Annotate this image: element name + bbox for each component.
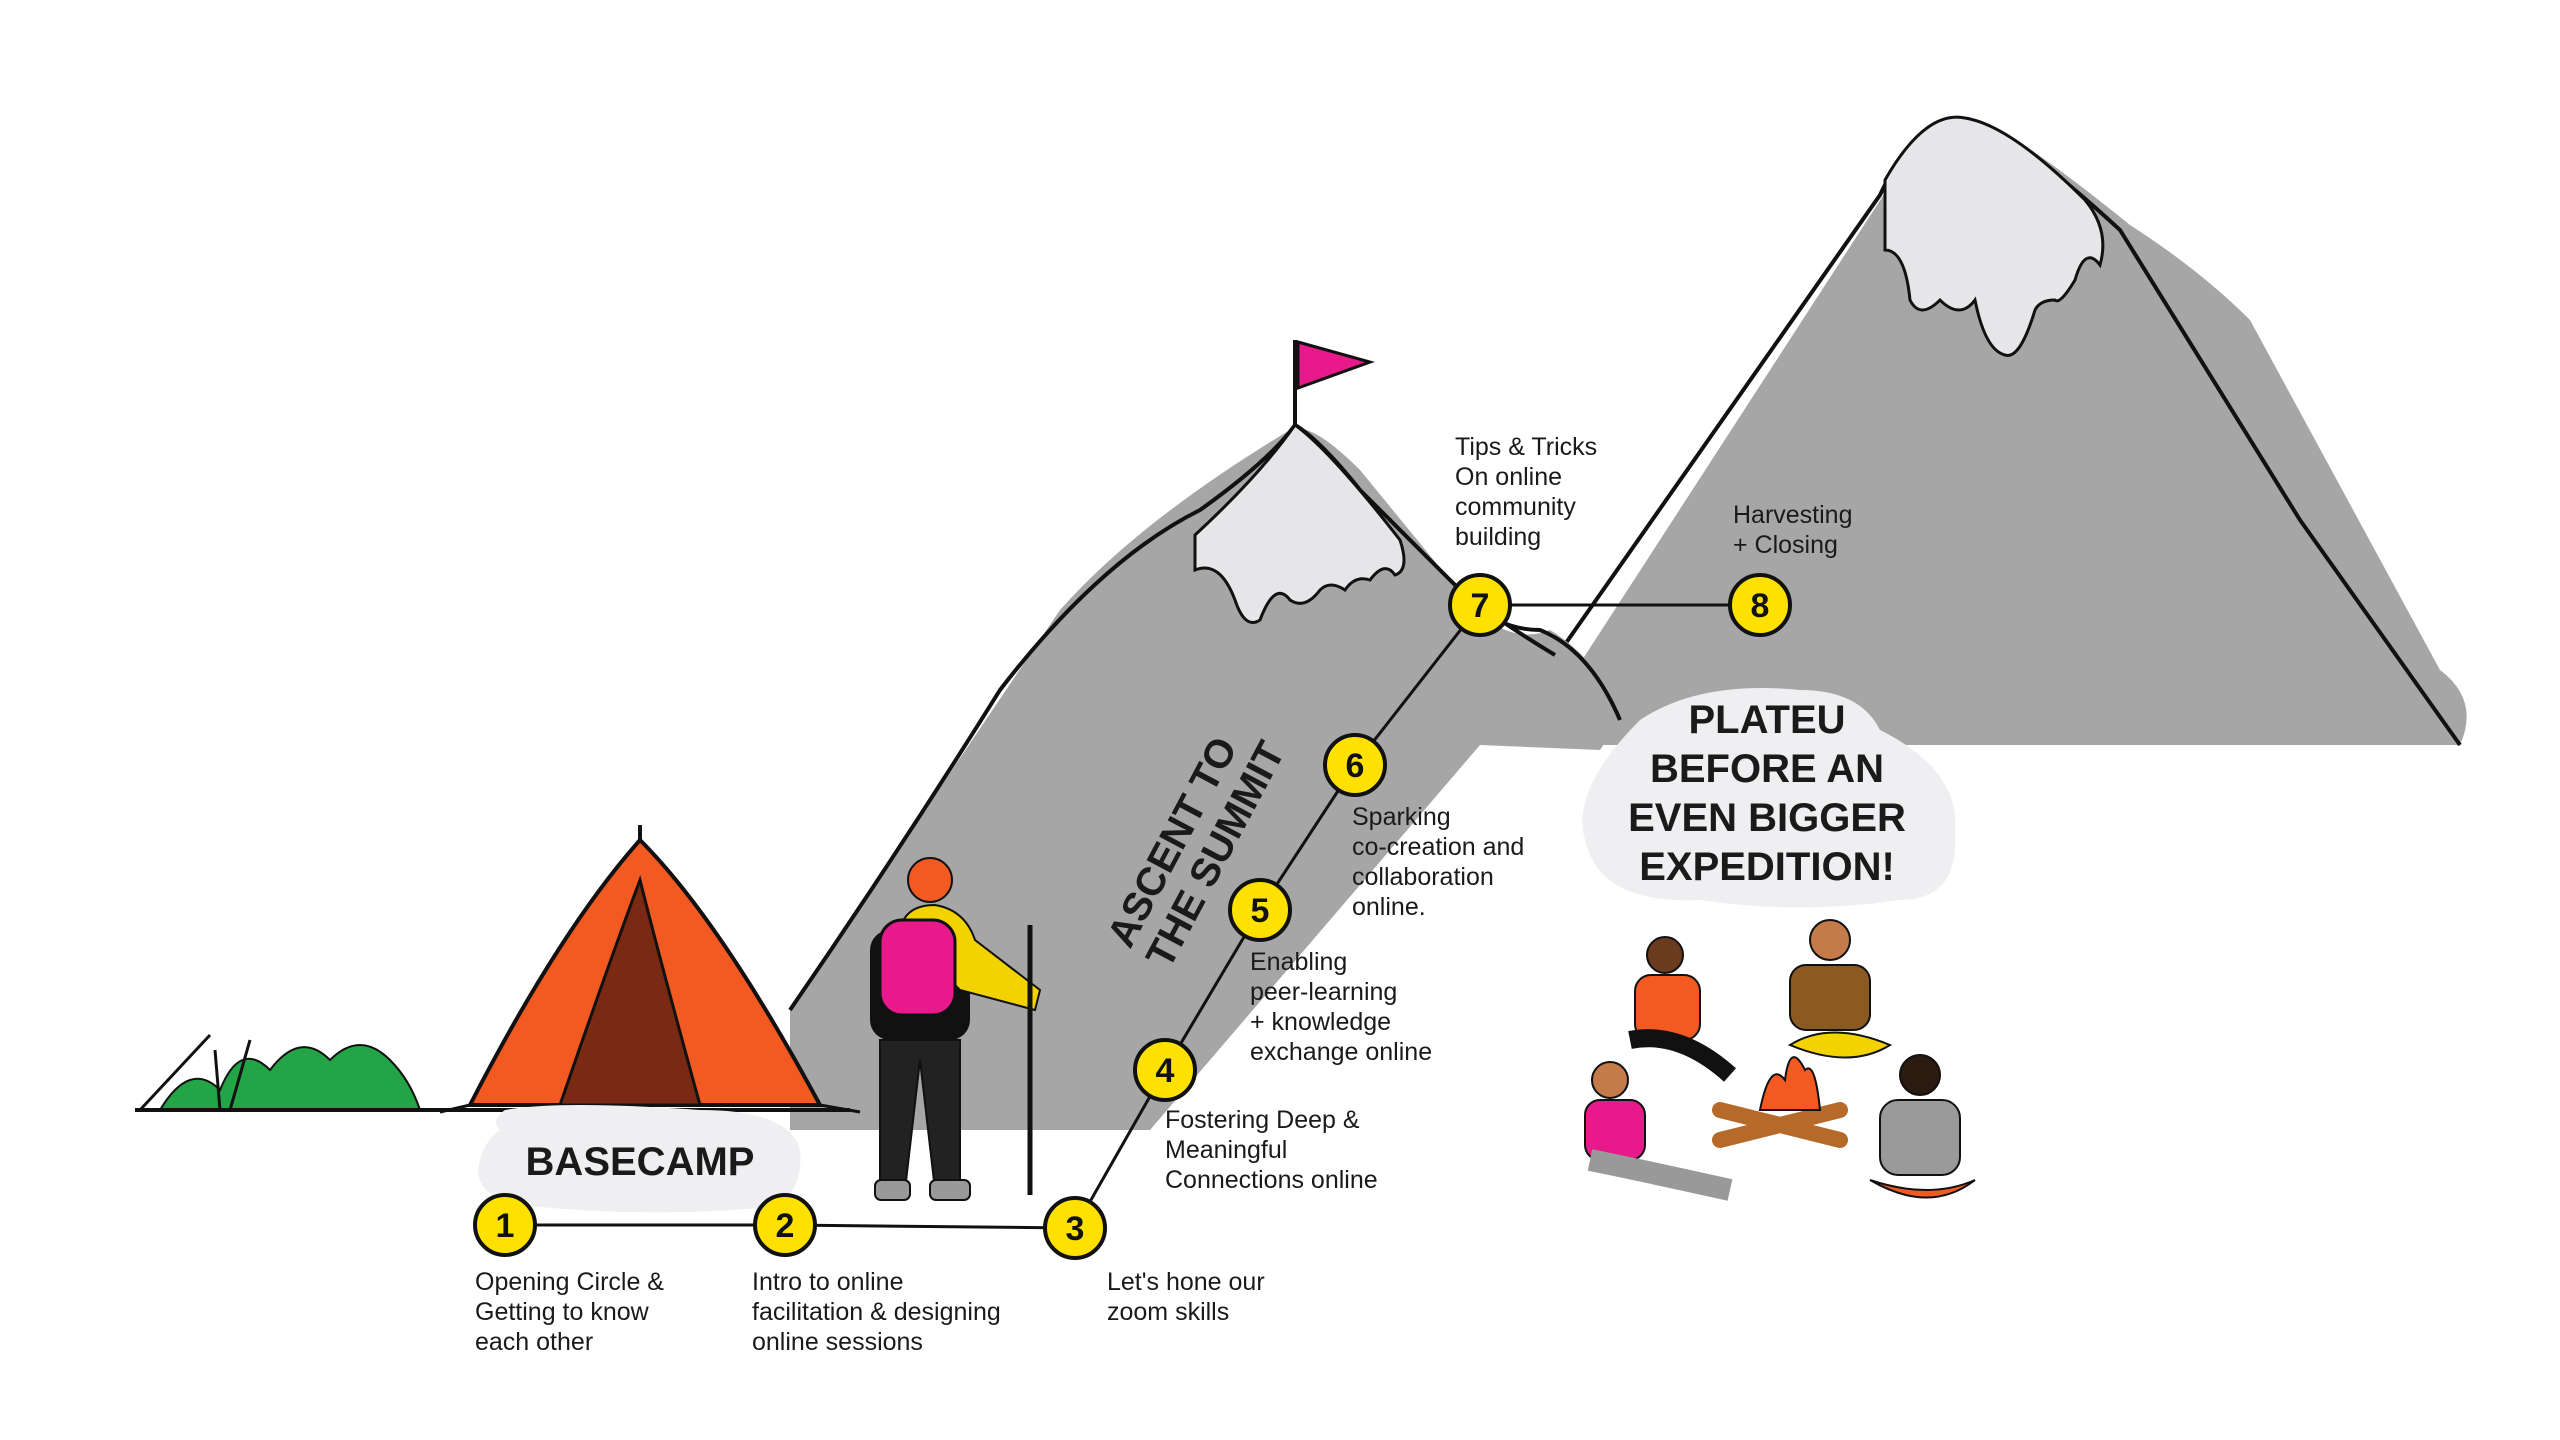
person-icon bbox=[1787, 919, 1893, 1059]
person-icon bbox=[1628, 936, 1737, 1082]
step-marker-circle bbox=[1323, 733, 1387, 797]
step-marker-circle bbox=[1228, 878, 1292, 942]
step-marker-8: 8 bbox=[1728, 573, 1792, 637]
step-marker-6: 6 bbox=[1323, 733, 1387, 797]
flag-icon bbox=[1296, 340, 1375, 391]
step-marker-2: 2 bbox=[753, 1193, 817, 1257]
summit-mountain bbox=[788, 340, 1622, 1130]
step-number: 4 bbox=[1156, 1052, 1175, 1090]
step-marker-circle bbox=[753, 1193, 817, 1257]
step-marker-1: 1 bbox=[473, 1193, 537, 1257]
svg-text:PLATEU: PLATEU bbox=[1688, 698, 1845, 742]
person-icon bbox=[1869, 1054, 1976, 1199]
step-marker-circle bbox=[1043, 1196, 1107, 1260]
step-marker-3: 3 bbox=[1043, 1196, 1107, 1260]
basecamp-label: BASECAMP bbox=[526, 1140, 755, 1184]
step-marker-circle bbox=[1448, 573, 1512, 637]
step-number: 8 bbox=[1751, 587, 1770, 625]
step-number: 5 bbox=[1251, 892, 1270, 930]
plateau-bubble: PLATEU BEFORE AN EVEN BIGGER EXPEDITION! bbox=[1582, 688, 1956, 908]
step-markers: 1 2 3 4 5 6 7 8 bbox=[473, 573, 1792, 1260]
step-marker-7: 7 bbox=[1448, 573, 1512, 637]
tent-icon bbox=[439, 825, 861, 1114]
step-number: 2 bbox=[776, 1207, 795, 1245]
step-label-8: Harvesting+ Closing bbox=[1733, 501, 1853, 559]
step-marker-circle bbox=[473, 1193, 537, 1257]
svg-text:BEFORE AN: BEFORE AN bbox=[1650, 747, 1884, 791]
svg-text:EVEN BIGGER: EVEN BIGGER bbox=[1628, 796, 1906, 840]
big-mountain bbox=[1538, 115, 2467, 747]
step-marker-5: 5 bbox=[1228, 878, 1292, 942]
step-number: 3 bbox=[1066, 1210, 1085, 1248]
step-number: 7 bbox=[1471, 587, 1490, 625]
campfire-group bbox=[1584, 919, 1976, 1201]
person-icon bbox=[1584, 1061, 1733, 1201]
hiker-icon bbox=[870, 857, 1042, 1201]
bushes bbox=[135, 1033, 850, 1112]
step-number: 1 bbox=[496, 1207, 515, 1245]
basecamp-bubble: BASECAMP bbox=[478, 1105, 801, 1213]
fire-icon bbox=[1758, 1056, 1822, 1111]
step-number: 6 bbox=[1346, 747, 1365, 785]
svg-text:EXPEDITION!: EXPEDITION! bbox=[1639, 845, 1895, 889]
step-marker-circle bbox=[1728, 573, 1792, 637]
step-marker-4: 4 bbox=[1133, 1038, 1197, 1102]
step-marker-circle bbox=[1133, 1038, 1197, 1102]
